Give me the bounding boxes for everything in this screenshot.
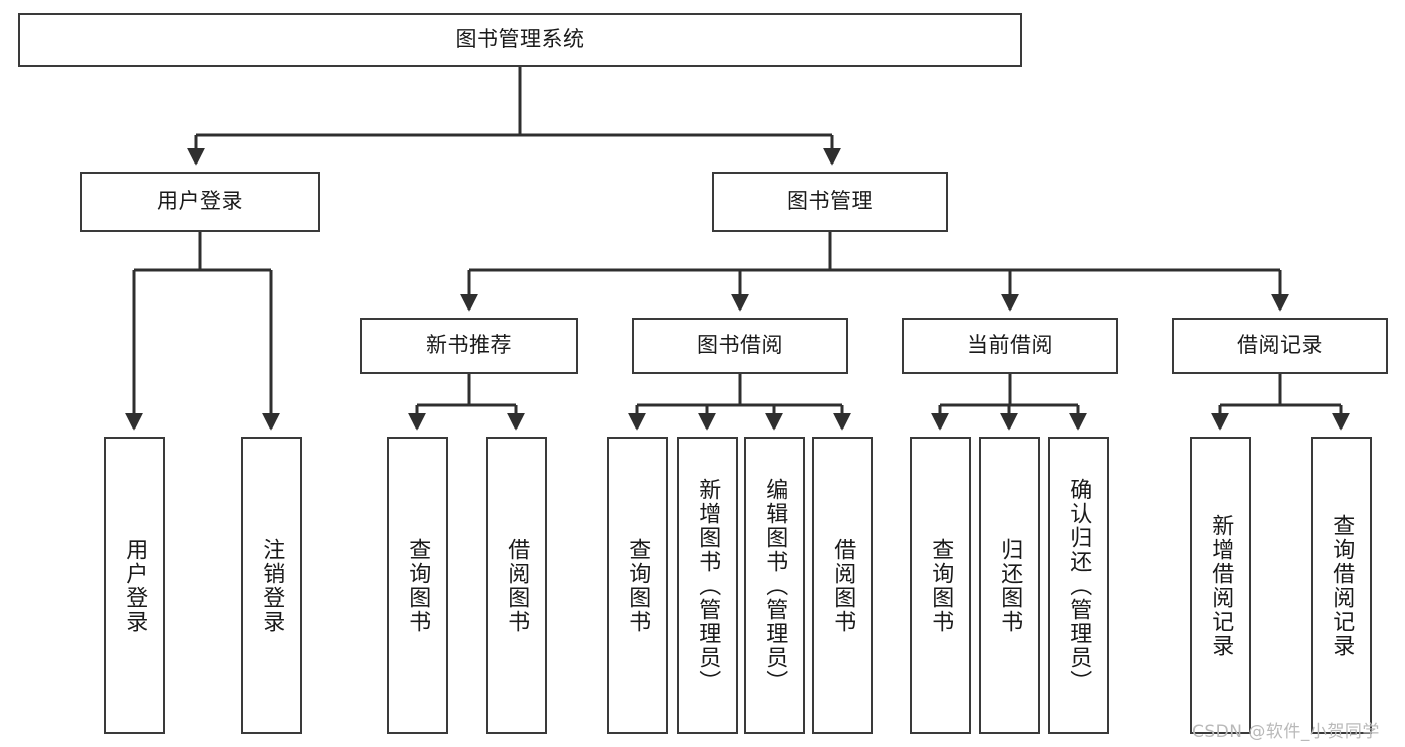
node-leaf-query-book-cur-label: 查询图书: [928, 537, 954, 634]
node-current-borrow[interactable]: 当前借阅: [902, 318, 1118, 374]
node-leaf-query-book-cur[interactable]: 查询图书: [910, 437, 971, 734]
node-leaf-add-book-label: 新增图书（管理员）: [695, 477, 721, 694]
node-root-label: 图书管理系统: [455, 27, 585, 52]
node-book-borrow-label: 图书借阅: [697, 333, 783, 358]
node-leaf-add-book[interactable]: 新增图书（管理员）: [677, 437, 738, 734]
node-leaf-return-book[interactable]: 归还图书: [979, 437, 1040, 734]
node-leaf-user-login-label: 用户登录: [122, 537, 148, 634]
node-leaf-add-record[interactable]: 新增借阅记录: [1190, 437, 1251, 734]
node-current-borrow-label: 当前借阅: [967, 333, 1053, 358]
node-leaf-edit-book[interactable]: 编辑图书（管理员）: [744, 437, 805, 734]
node-leaf-borrow-book-rec-label: 借阅图书: [504, 537, 530, 634]
node-leaf-query-record-label: 查询借阅记录: [1329, 513, 1355, 658]
node-leaf-query-book-rec-label: 查询图书: [405, 537, 431, 634]
node-book-borrow[interactable]: 图书借阅: [632, 318, 848, 374]
node-user-login-label: 用户登录: [157, 189, 243, 214]
node-leaf-edit-book-label: 编辑图书（管理员）: [762, 477, 788, 694]
node-leaf-logout[interactable]: 注销登录: [241, 437, 302, 734]
node-leaf-borrow-book-bor[interactable]: 借阅图书: [812, 437, 873, 734]
node-leaf-confirm-return[interactable]: 确认归还（管理员）: [1048, 437, 1109, 734]
node-leaf-borrow-book-bor-label: 借阅图书: [830, 537, 856, 634]
node-book-manage[interactable]: 图书管理: [712, 172, 948, 232]
node-leaf-confirm-return-label: 确认归还（管理员）: [1066, 477, 1092, 694]
watermark: CSDN @软件_小贺同学: [1192, 722, 1380, 742]
node-new-book-rec-label: 新书推荐: [426, 333, 512, 358]
node-leaf-add-record-label: 新增借阅记录: [1208, 513, 1234, 658]
node-leaf-query-record[interactable]: 查询借阅记录: [1311, 437, 1372, 734]
node-leaf-borrow-book-rec[interactable]: 借阅图书: [486, 437, 547, 734]
node-leaf-query-book-bor-label: 查询图书: [625, 537, 651, 634]
node-leaf-return-book-label: 归还图书: [997, 537, 1023, 634]
node-book-manage-label: 图书管理: [787, 189, 873, 214]
node-borrow-record-label: 借阅记录: [1237, 333, 1323, 358]
node-leaf-query-book-bor[interactable]: 查询图书: [607, 437, 668, 734]
node-user-login[interactable]: 用户登录: [80, 172, 320, 232]
node-new-book-rec[interactable]: 新书推荐: [360, 318, 578, 374]
node-leaf-user-login[interactable]: 用户登录: [104, 437, 165, 734]
node-root[interactable]: 图书管理系统: [18, 13, 1022, 67]
node-leaf-logout-label: 注销登录: [259, 537, 285, 634]
node-borrow-record[interactable]: 借阅记录: [1172, 318, 1388, 374]
node-leaf-query-book-rec[interactable]: 查询图书: [387, 437, 448, 734]
